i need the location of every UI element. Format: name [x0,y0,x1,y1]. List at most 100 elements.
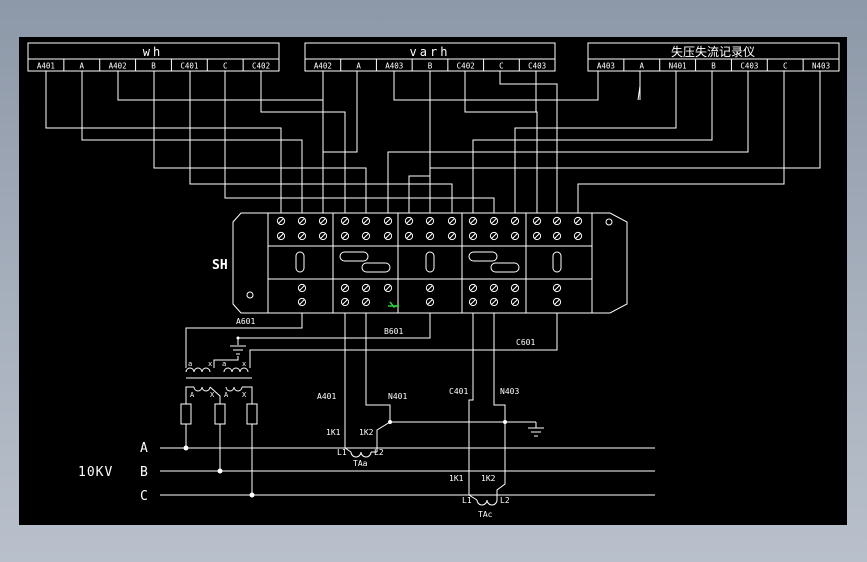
meter-terminal-label: A403 [597,62,615,71]
ct-a-l2: L2 [374,448,384,457]
bus-label-b: B [140,465,148,480]
terminal-screw-icon [532,231,542,241]
terminal-screw-icon [510,231,520,241]
terminal-screw-icon [552,231,562,241]
pt-label: A [190,391,195,399]
terminal-screw-icon [510,283,520,293]
ct-a-left-wire: A401 [317,392,336,401]
terminal-screw-icon [552,297,562,307]
meter-terminal-label: A401 [37,62,55,71]
terminal-screw-icon [532,216,542,226]
terminal-screw-icon [297,231,307,241]
bus-bars: A B C 10KV [78,441,655,504]
ct-a-k2: 1K2 [359,428,374,437]
ct-a-l1: L1 [337,448,347,457]
terminal-screw-icon [276,216,286,226]
terminal-screw-icon [425,297,435,307]
meter-terminal-label: C [223,62,228,71]
ground-icon [528,422,544,437]
terminal-screw-icon [468,216,478,226]
terminal-screw-icon [340,231,350,241]
terminal-screw-icon [318,216,328,226]
ct-c-circuit: C401 N403 1K1 1K2 L1 L2 TAc [449,313,519,519]
terminal-screw-icon [297,283,307,293]
meter-terminal-label: A [80,62,85,71]
terminal-screw-icon [361,231,371,241]
pt-label: a [222,360,226,368]
terminal-screw-icon [510,216,520,226]
bus-label-a: A [140,441,148,456]
ct-c-name: TAc [478,510,493,519]
terminal-screw-icon [404,216,414,226]
terminal-screw-icon [383,231,393,241]
ct-c-left-wire: C401 [449,387,468,396]
terminal-block: SH [212,212,628,314]
voltage-transformer: a x a x A X A X [180,360,258,498]
meter-terminal-label: C403 [528,62,546,71]
meter-terminal-label: C402 [457,62,475,71]
wire-label-a601: A601 [236,317,255,326]
ct-a-right-wire: N401 [388,392,407,401]
meter-title: 失压失流记录仪 [671,44,755,59]
pt-label: X [242,391,247,399]
terminal-screw-icon [468,283,478,293]
meter-terminal-label: B [151,62,156,71]
meter-terminal-label: N401 [669,62,687,71]
terminal-screw-icon [297,216,307,226]
terminal-screw-icon [573,231,583,241]
meter-wiring [45,71,821,214]
meter-terminal-label: C [499,62,504,71]
meter-title: varh [410,45,451,59]
terminal-screw-icon [447,231,457,241]
ct-a-circuit: A401 N401 1K1 1K2 L1 L2 TAa [317,313,536,468]
ct-a-name: TAa [353,459,368,468]
meter-terminal-label: B [428,62,433,71]
meter-terminal-label: C [783,62,788,71]
ct-c-l1: L1 [462,496,472,505]
pt-label: x [208,360,212,368]
terminal-screw-icon [468,297,478,307]
pt-label: A [224,391,229,399]
terminal-screw-icon [404,231,414,241]
terminal-screw-icon [361,216,371,226]
terminal-screw-icon [276,231,286,241]
terminal-screw-icon [552,216,562,226]
pt-label: X [210,391,215,399]
terminal-screw-icon [489,297,499,307]
terminal-screw-icon [383,283,393,293]
wire-label-c601: C601 [516,338,535,347]
terminal-screw-icon [361,283,371,293]
terminal-screw-icon [468,231,478,241]
lower-wiring: A601 B601 C601 a x a x A X A X [180,313,558,519]
wire-label-b601: B601 [384,327,403,336]
bus-label-c: C [140,489,148,504]
terminal-screw-icon [510,297,520,307]
terminal-screw-icon [297,297,307,307]
meter-terminal-label: A402 [314,62,332,71]
terminal-screw-icon [489,283,499,293]
terminal-screw-icon [318,231,328,241]
terminal-screw-icon [425,231,435,241]
pt-label: x [242,360,246,368]
ct-c-right-wire: N403 [500,387,519,396]
terminal-screw-icon [361,297,371,307]
terminal-screw-icon [552,283,562,293]
ct-a-k1: 1K1 [326,428,341,437]
meter-terminal-label: A [640,62,645,71]
terminal-screw-icon [573,216,583,226]
meter-terminal-label: B [711,62,716,71]
ct-c-l2: L2 [500,496,510,505]
terminal-screw-icon [383,216,393,226]
meter-terminal-label: N403 [812,62,830,71]
ct-c-k2: 1K2 [481,474,496,483]
ct-c-k1: 1K1 [449,474,464,483]
terminal-screw-icon [447,216,457,226]
terminal-screw-icon [340,216,350,226]
voltage-label: 10KV [78,465,113,480]
meter-terminal-label: A402 [109,62,127,71]
terminal-screw-icon [425,216,435,226]
